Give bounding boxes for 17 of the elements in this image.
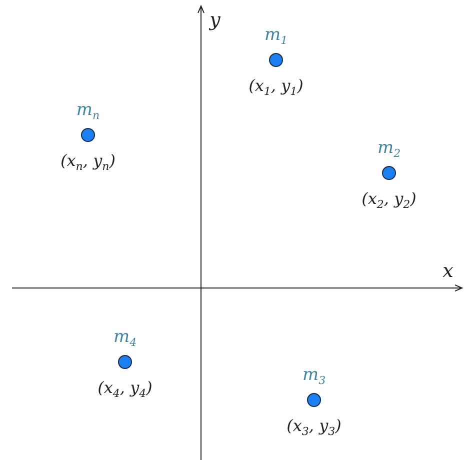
mass-label: m$_{n}$ bbox=[76, 100, 100, 122]
mass-label: m$_{3}$ bbox=[302, 364, 326, 388]
coordinate-label: (x$_{2}$, y$_{2}$) bbox=[362, 188, 416, 212]
mass-label: m$_{2}$ bbox=[377, 138, 401, 160]
coordinate-label: (x$_{4}$, y$_{4}$) bbox=[98, 378, 152, 400]
mass-label: m$_{1}$ bbox=[264, 24, 288, 48]
point-mass-dot bbox=[269, 53, 283, 67]
coordinate-label: (x$_{1}$, y$_{1}$) bbox=[248, 76, 304, 98]
axis-label: x bbox=[442, 260, 454, 282]
point-mass-dot bbox=[382, 166, 396, 180]
coordinate-label: (x$_{n}$, y$_{n}$) bbox=[60, 150, 116, 174]
mass-label: m$_{4}$ bbox=[113, 326, 137, 350]
axis-label: y bbox=[210, 9, 220, 31]
point-mass-dot bbox=[81, 128, 95, 142]
point-mass-dot bbox=[118, 355, 132, 369]
point-mass-dot bbox=[307, 393, 321, 407]
coordinate-label: (x$_{3}$, y$_{3}$) bbox=[286, 416, 342, 438]
